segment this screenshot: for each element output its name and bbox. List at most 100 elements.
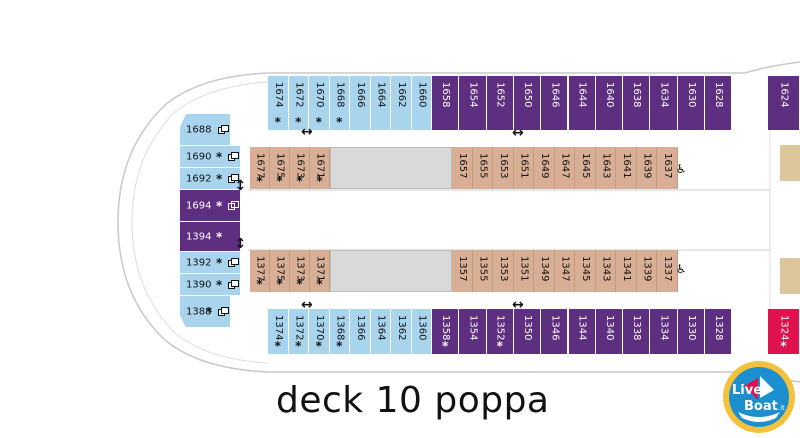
cabin-number: 1344 <box>576 315 588 341</box>
cabin-number: 1668 <box>334 82 346 108</box>
cabin-1666[interactable]: 1666 <box>350 76 371 130</box>
cabin-1374[interactable]: 1374* <box>268 309 289 354</box>
cabin-1341[interactable]: 1341 <box>616 250 637 292</box>
cabin-1630[interactable]: 1630 <box>677 76 705 130</box>
cabin-1652[interactable]: 1652 <box>486 76 514 130</box>
star-icon: * <box>296 174 303 188</box>
cabin-1688[interactable]: 1688 <box>180 114 230 146</box>
cabin-1334[interactable]: 1334 <box>650 309 678 354</box>
cabin-1644[interactable]: 1644 <box>568 76 596 130</box>
cabin-1639[interactable]: 1639 <box>636 147 657 189</box>
cabin-1654[interactable]: 1654 <box>459 76 487 130</box>
cabin-1351[interactable]: 1351 <box>513 250 534 292</box>
cabin-1645[interactable]: 1645 <box>575 147 596 189</box>
cabin-1394[interactable]: 1394* <box>180 222 240 252</box>
cabin-1347[interactable]: 1347 <box>554 250 575 292</box>
cabin-1344[interactable]: 1344 <box>568 309 596 354</box>
cabin-1324[interactable]: 1324* <box>768 309 800 354</box>
cabin-1371[interactable]: 1371* <box>310 250 330 292</box>
cabin-1340[interactable]: 1340 <box>595 309 624 354</box>
cabin-1349[interactable]: 1349 <box>534 250 555 292</box>
cabin-1624[interactable]: 1624 <box>768 76 800 130</box>
cabin-1375[interactable]: 1375* <box>270 250 290 292</box>
cabin-1392[interactable]: 1392 * <box>180 252 240 274</box>
cabin-number: 1649 <box>538 153 550 179</box>
cabin-number: 1328 <box>713 315 725 341</box>
cabin-1658[interactable]: 1658 <box>432 76 460 130</box>
cabin-1628[interactable]: 1628 <box>705 76 733 130</box>
cabin-number: 1628 <box>713 82 725 108</box>
cabin-1330[interactable]: 1330 <box>677 309 705 354</box>
cabin-1345[interactable]: 1345 <box>575 250 596 292</box>
cabin-number: 1343 <box>600 256 612 282</box>
cabin-1653[interactable]: 1653 <box>493 147 514 189</box>
cabin-1372[interactable]: 1372* <box>288 309 309 354</box>
cabin-1694[interactable]: 1694* <box>180 190 240 222</box>
accessible-icon-top: ♿ <box>674 162 688 176</box>
cabin-1690[interactable]: 1690* <box>180 146 240 168</box>
cabin-1366[interactable]: 1366 <box>350 309 371 354</box>
cabin-1677[interactable]: 1677* <box>250 147 270 189</box>
cabin-number: 1651 <box>518 153 530 179</box>
cabin-1352[interactable]: 1352* <box>486 309 514 354</box>
cabin-1388[interactable]: 1388* <box>180 296 230 328</box>
cabin-1647[interactable]: 1647 <box>554 147 575 189</box>
cabin-1362[interactable]: 1362 <box>391 309 412 354</box>
cabin-1358[interactable]: 1358* <box>432 309 460 354</box>
cabin-1675[interactable]: 1675* <box>270 147 290 189</box>
cabin-1640[interactable]: 1640 <box>595 76 624 130</box>
cabin-1337[interactable]: 1337 <box>657 250 678 292</box>
cabin-number: 1338 <box>631 315 643 341</box>
cabin-1664[interactable]: 1664 <box>370 76 391 130</box>
cabin-1651[interactable]: 1651 <box>513 147 534 189</box>
cabin-number: 1345 <box>579 256 591 282</box>
cabin-1671[interactable]: 1671* <box>310 147 330 189</box>
cabin-1357[interactable]: 1357 <box>452 250 473 292</box>
cabin-number: 1392 <box>186 257 212 268</box>
cabin-1370[interactable]: 1370* <box>309 309 330 354</box>
cabin-1646[interactable]: 1646 <box>541 76 569 130</box>
cabin-1373[interactable]: 1373* <box>290 250 310 292</box>
cabin-1649[interactable]: 1649 <box>534 147 555 189</box>
cabin-1668[interactable]: 1668 * <box>329 76 350 130</box>
cabin-1672[interactable]: 1672* <box>288 76 309 130</box>
cabin-1637[interactable]: 1637 <box>657 147 678 189</box>
star-icon: * <box>216 255 223 270</box>
cabin-1343[interactable]: 1343 <box>595 250 616 292</box>
cabin-number: 1640 <box>603 82 615 108</box>
cabin-1674[interactable]: 1674* <box>268 76 289 130</box>
cabin-number: 1372 <box>293 315 305 341</box>
cabin-1364[interactable]: 1364 <box>370 309 391 354</box>
cabin-1360[interactable]: 1360 <box>411 309 432 354</box>
cabin-1339[interactable]: 1339 <box>636 250 657 292</box>
cabin-1673[interactable]: 1673* <box>290 147 310 189</box>
cabin-1353[interactable]: 1353 <box>493 250 514 292</box>
cabin-1660[interactable]: 1660 <box>411 76 432 130</box>
cabin-1670[interactable]: 1670* <box>309 76 330 130</box>
cabin-1650[interactable]: 1650 <box>513 76 542 130</box>
cabin-1638[interactable]: 1638 <box>623 76 651 130</box>
cabin-1350[interactable]: 1350 <box>513 309 542 354</box>
cabin-1338[interactable]: 1338 <box>623 309 651 354</box>
cabin-1377[interactable]: 1377* <box>250 250 270 292</box>
cabin-1634[interactable]: 1634 <box>650 76 678 130</box>
cabin-1662[interactable]: 1662 <box>391 76 412 130</box>
cabin-number: 1672 <box>293 82 305 108</box>
cabin-1328[interactable]: 1328 <box>705 309 733 354</box>
cabin-1354[interactable]: 1354 <box>459 309 487 354</box>
cabin-number: 1351 <box>518 256 530 282</box>
cabin-1641[interactable]: 1641 <box>616 147 637 189</box>
connecting-arrow-icon: ↔ <box>301 297 313 313</box>
cabin-1655[interactable]: 1655 <box>472 147 493 189</box>
cabin-number: 1374 <box>272 315 284 341</box>
cabin-1643[interactable]: 1643 <box>595 147 616 189</box>
cabin-1390[interactable]: 1390* <box>180 274 240 296</box>
cabin-1346[interactable]: 1346 <box>541 309 569 354</box>
cabin-number: 1677 <box>254 153 266 179</box>
cabin-1368[interactable]: 1368* <box>329 309 350 354</box>
cabin-1692[interactable]: 1692* <box>180 168 240 190</box>
cabin-1657[interactable]: 1657 <box>452 147 473 189</box>
star-icon: * <box>336 115 343 129</box>
cabin-1355[interactable]: 1355 <box>472 250 493 292</box>
cabin-number: 1643 <box>600 153 612 179</box>
